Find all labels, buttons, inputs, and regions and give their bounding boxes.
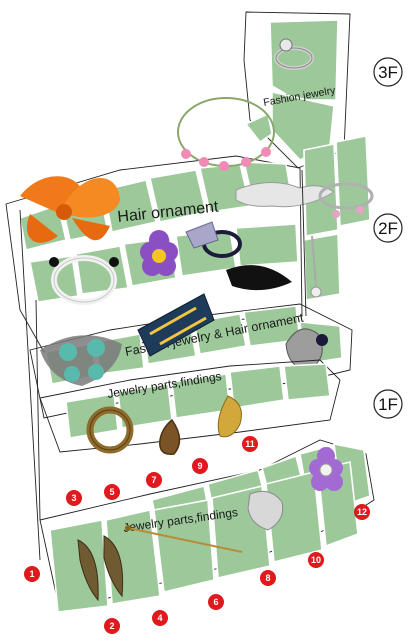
marker-3[interactable]: 3 [66,490,82,506]
marker-10[interactable]: 10 [308,552,324,568]
ring-image [274,38,314,70]
marker-5[interactable]: 5 [104,484,120,500]
crystal-flower-image [309,447,343,491]
svg-text:11: 11 [245,439,255,449]
charm-bracelet-image [318,182,374,218]
floor-badge-1f: 1F [373,389,403,419]
marker-2[interactable]: 2 [104,618,120,634]
svg-text:12: 12 [357,507,367,517]
zone-2f-tower-c[interactable] [303,233,341,301]
svg-text:5: 5 [109,487,114,497]
floor-2f: Hair ornament [5,97,374,353]
marker-9[interactable]: 9 [192,458,208,474]
svg-text:6: 6 [213,597,218,607]
marker-1[interactable]: 1 [24,566,40,582]
floor-label-1f: 1F [378,395,398,414]
marker-8[interactable]: 8 [260,570,276,586]
zone-1f-upper-4[interactable] [229,365,285,409]
floor-3f: Fashion jewelry [243,11,351,169]
swan-brooch-image [285,328,328,371]
svg-text:7: 7 [151,475,156,485]
svg-text:9: 9 [197,461,202,471]
crystal-hairpiece-image [235,181,335,208]
floor-label-3f: 3F [378,63,398,82]
svg-text:10: 10 [311,555,321,565]
scrunchie-image [185,221,242,258]
marker-11[interactable]: 11 [242,436,258,452]
black-hair-clip-image [226,265,292,291]
marker-12[interactable]: 12 [354,504,370,520]
svg-text:8: 8 [265,573,270,583]
marker-6[interactable]: 6 [208,594,224,610]
cage-pendant-image [247,490,284,531]
svg-text:3: 3 [71,493,76,503]
marker-4[interactable]: 4 [152,610,168,626]
svg-text:2: 2 [109,621,114,631]
zone-2f-4[interactable] [149,169,207,223]
purple-flower-image [140,230,178,276]
structure-lines [19,169,307,561]
zone-1f-lower-h[interactable] [153,499,215,593]
hair-bow-image [20,176,120,243]
zone-1f-lower-f[interactable] [49,519,109,613]
floor-badge-2f: 2F [373,213,403,243]
wing-charms-image [77,535,124,602]
tropical-hair-clip-image [137,293,215,357]
flower-crown-image [177,97,275,171]
long-pendant-image [310,235,322,298]
floor-2f-lower: Fashion jewelry & Hair ornament [29,265,353,419]
marker-7[interactable]: 7 [146,472,162,488]
turquoise-bracelet-image [40,335,122,386]
white-headband-image [49,255,119,305]
zone-1f-upper-5[interactable] [283,363,331,401]
svg-text:4: 4 [157,613,162,623]
lobster-clasp-image [217,395,242,438]
svg-text:1: 1 [29,569,34,579]
jump-ring-image [86,406,134,454]
zone-3f-c[interactable] [244,112,273,144]
floor-label-2f: 2F [378,219,398,238]
teardrop-bezel-image [159,418,181,455]
zone-2f-8[interactable] [75,245,129,295]
floor-1f-lower: Jewelry parts,findings [39,439,375,613]
floor-badge-3f: 3F [373,57,403,87]
zone-2f-11[interactable] [235,223,299,267]
location-markers: 1 2 3 4 5 6 7 8 9 10 11 12 [24,436,370,634]
zone-1f-lower-j[interactable] [265,470,323,564]
head-pin-image [125,525,243,553]
zone-2f-tower-a[interactable] [335,135,371,227]
